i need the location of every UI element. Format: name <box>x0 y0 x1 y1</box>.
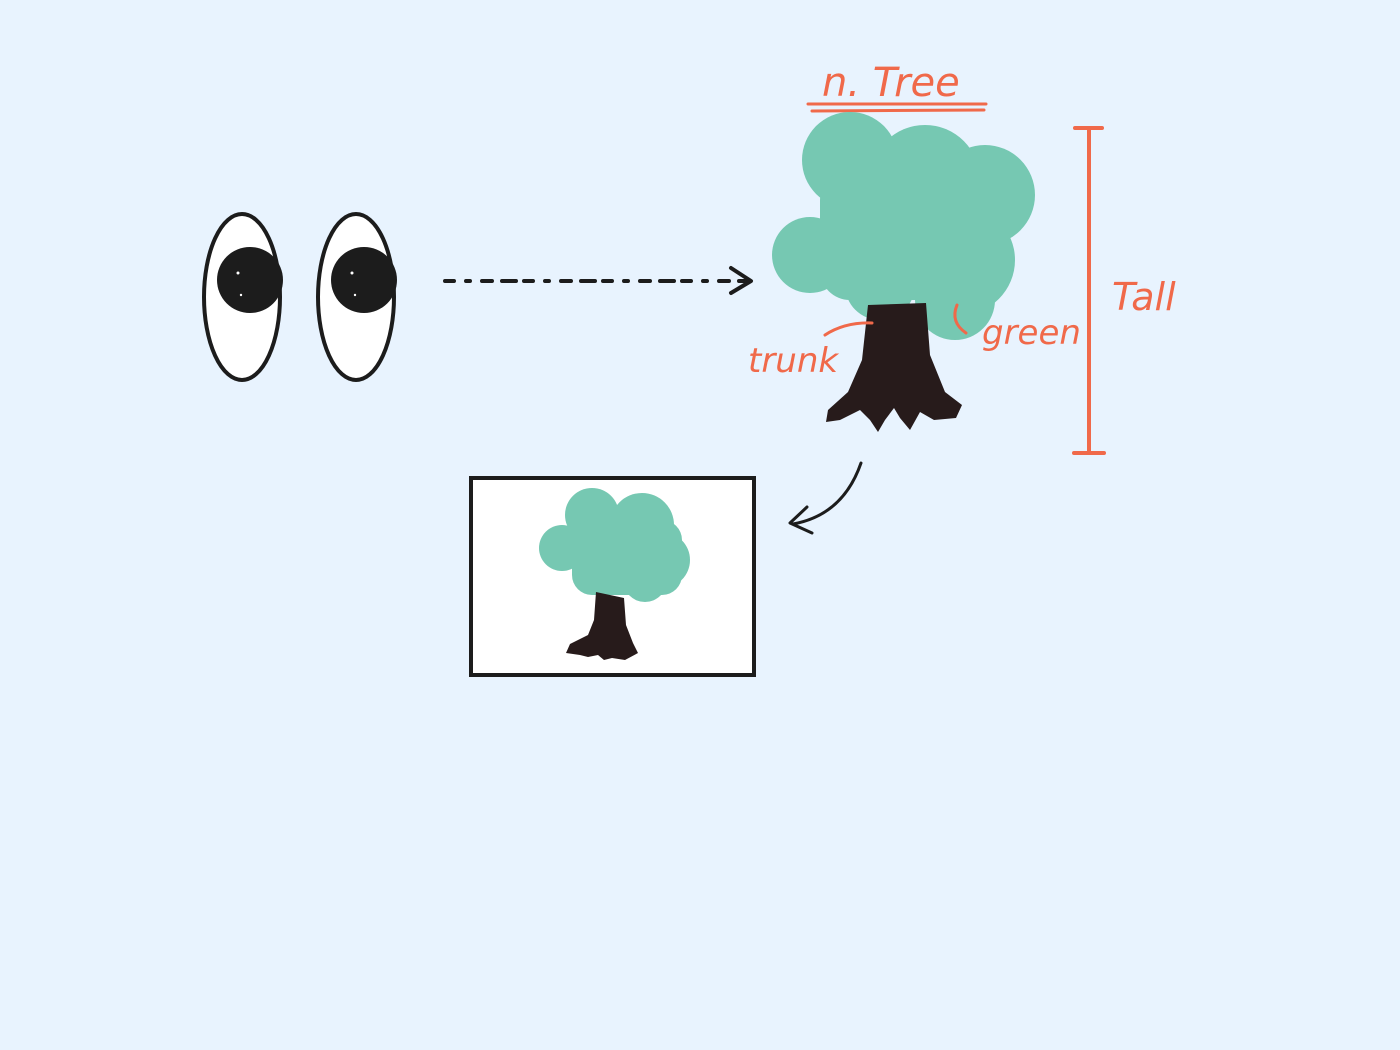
green-label: green <box>982 313 1081 353</box>
tall-label: Tall <box>1112 275 1176 319</box>
small-tree-trunk <box>566 592 638 660</box>
title-label: n. Tree <box>822 60 960 106</box>
tree-trunk <box>826 303 962 432</box>
picture-frame-icon <box>469 476 756 677</box>
title-annotation: n. Tree <box>806 60 988 113</box>
trunk-annotation: trunk <box>748 321 874 381</box>
tree-icon <box>772 112 1035 432</box>
green-annotation: green <box>953 303 1081 353</box>
left-eye <box>202 212 283 382</box>
look-arrow <box>443 266 753 295</box>
tree-foliage <box>772 112 1035 340</box>
curved-arrow <box>788 461 863 535</box>
small-tree-foliage <box>539 488 690 602</box>
eyes-icon <box>202 212 397 382</box>
height-measure: Tall <box>1072 126 1176 455</box>
right-eye <box>316 212 397 382</box>
trunk-label: trunk <box>748 341 839 381</box>
